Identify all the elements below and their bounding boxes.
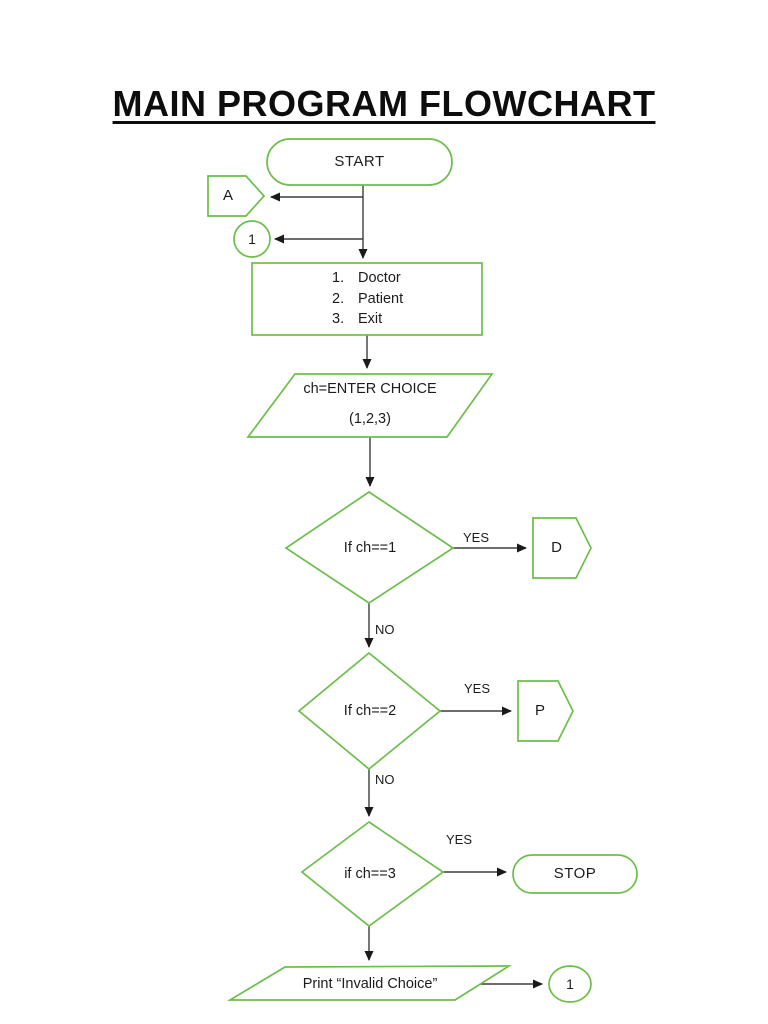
yes-label-3: YES bbox=[446, 832, 473, 847]
menu-process-list: 1. Doctor 2. Patient 3. Exit bbox=[252, 268, 482, 330]
input-parallelogram-shape bbox=[246, 373, 494, 438]
print-parallelogram-shape bbox=[226, 965, 512, 1001]
onpage-connector-bottom-label: 1 bbox=[566, 976, 574, 992]
onpage-connector-top-shape bbox=[233, 220, 271, 258]
offpage-connector-d-shape bbox=[532, 517, 592, 579]
menu-item-label: Patient bbox=[358, 290, 404, 307]
menu-process-shape bbox=[251, 262, 483, 336]
offpage-connector-p-label: P bbox=[534, 702, 545, 719]
stop-terminator-shape bbox=[512, 854, 638, 894]
decision2-diamond-shape bbox=[297, 651, 442, 771]
menu-item-number: 1. bbox=[332, 270, 345, 286]
menu-item: 1. Doctor bbox=[252, 268, 482, 289]
menu-item-label: Doctor bbox=[358, 270, 401, 286]
onpage-connector-top-label: 1 bbox=[248, 231, 256, 247]
onpage-connector-bottom-shape bbox=[548, 965, 592, 1003]
yes-label-2: YES bbox=[464, 681, 491, 696]
stop-label: STOP bbox=[553, 865, 597, 882]
page-title: MAIN PROGRAM FLOWCHART bbox=[112, 83, 656, 124]
decision1-label: If ch==1 bbox=[343, 540, 397, 556]
decision3-diamond-shape bbox=[300, 820, 445, 928]
start-label: START bbox=[334, 153, 385, 170]
no-label-2: NO bbox=[375, 772, 395, 787]
menu-item: 3. Exit bbox=[252, 309, 482, 330]
print-invalid-label: Print “Invalid Choice” bbox=[302, 976, 438, 992]
menu-item-label: Exit bbox=[358, 311, 383, 327]
decision1-diamond-shape bbox=[284, 490, 455, 605]
decision2-label: If ch==2 bbox=[343, 703, 397, 719]
input-choice-line1: ch=ENTER CHOICE bbox=[303, 381, 437, 397]
input-choice-label: ch=ENTER CHOICE (1,2,3) bbox=[266, 379, 474, 430]
menu-item: 2. Patient bbox=[252, 289, 482, 310]
menu-item-number: 2. bbox=[332, 290, 345, 307]
no-label-1: NO bbox=[375, 622, 395, 637]
menu-item-number: 3. bbox=[332, 311, 345, 327]
yes-label-1: YES bbox=[463, 530, 490, 545]
offpage-connector-p-shape bbox=[517, 680, 574, 742]
offpage-connector-d-label: D bbox=[551, 539, 562, 556]
input-choice-line2: (1,2,3) bbox=[349, 411, 391, 427]
offpage-connector-a-shape bbox=[207, 175, 266, 217]
start-terminator-shape bbox=[266, 138, 453, 186]
decision3-label: if ch==3 bbox=[344, 866, 396, 882]
offpage-connector-a-label: A bbox=[222, 187, 233, 204]
